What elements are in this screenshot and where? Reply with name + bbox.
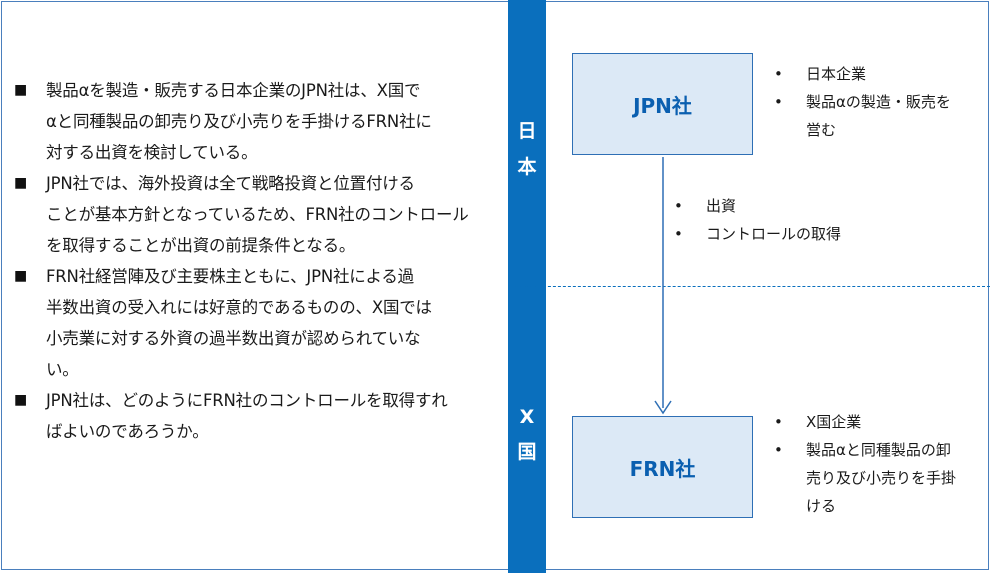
- frn-note-text: 製品αと同種製品の卸: [806, 441, 951, 459]
- jpn-company-box: JPN社: [572, 53, 753, 155]
- country-label-x-1: X: [519, 406, 535, 428]
- square-bullet-icon: ■: [14, 175, 28, 191]
- arrow-head-icon: [654, 400, 672, 415]
- bullet-line: を取得することが出資の前提条件となる。: [46, 236, 356, 255]
- bullet-line: JPN社では、海外投資は全て戦略投資と位置付ける: [46, 174, 415, 193]
- frn-note-cont: ける: [770, 492, 956, 520]
- bullet-line: FRN社経営陣及び主要株主ともに、JPN社による過: [46, 267, 414, 286]
- arrow-note-item: • コントロールの取得: [670, 220, 841, 248]
- dot-bullet-icon: •: [774, 413, 783, 431]
- bullet-line: 小売業に対する外資の過半数出資が認められていな: [46, 329, 421, 348]
- country-label-x-2: 国: [517, 441, 537, 463]
- frn-note-item: • X国企業: [770, 408, 956, 436]
- bullet-item-4: ■ JPN社は、どのようにFRN社のコントロールを取得すれ ばよいのであろうか。: [12, 385, 502, 447]
- country-label-japan-1: 日: [517, 120, 537, 142]
- country-label-japan-2: 本: [517, 156, 537, 178]
- bullet-line: い。: [46, 360, 79, 379]
- jpn-note-text: 営む: [806, 121, 837, 139]
- jpn-note-text: 製品αの製造・販売を: [806, 93, 951, 111]
- bullet-line: JPN社は、どのようにFRN社のコントロールを取得すれ: [46, 391, 448, 410]
- bullet-item-3: ■ FRN社経営陣及び主要株主ともに、JPN社による過 半数出資の受入れには好意…: [12, 261, 502, 385]
- bullet-item-2: ■ JPN社では、海外投資は全て戦略投資と位置付ける ことが基本方針となっている…: [12, 168, 502, 261]
- frn-note-item: • 製品αと同種製品の卸: [770, 436, 956, 464]
- bullet-item-1: ■ 製品αを製造・販売する日本企業のJPN社は、X国で αと同種製品の卸売り及び…: [12, 75, 502, 168]
- arrow-note-text: コントロールの取得: [706, 225, 842, 243]
- frn-note-text: 売り及び小売りを手掛: [806, 469, 957, 487]
- arrow-notes: • 出資 • コントロールの取得: [670, 192, 841, 248]
- dot-bullet-icon: •: [774, 93, 783, 111]
- bullet-line: 対する出資を検討している。: [46, 143, 258, 162]
- case-description: ■ 製品αを製造・販売する日本企業のJPN社は、X国で αと同種製品の卸売り及び…: [12, 75, 502, 447]
- square-bullet-icon: ■: [14, 392, 28, 408]
- jpn-company-label: JPN社: [633, 93, 692, 118]
- dot-bullet-icon: •: [674, 225, 683, 243]
- jpn-note-cont: 営む: [770, 116, 951, 144]
- frn-note-text: ける: [806, 497, 837, 515]
- jpn-notes: • 日本企業 • 製品αの製造・販売を 営む: [770, 60, 951, 144]
- bullet-line: αと同種製品の卸売り及び小売りを手掛けるFRN社に: [46, 112, 432, 131]
- dot-bullet-icon: •: [674, 197, 683, 215]
- bullet-line: 製品αを製造・販売する日本企業のJPN社は、X国で: [46, 81, 421, 100]
- frn-company-box: FRN社: [572, 416, 753, 518]
- frn-note-cont: 売り及び小売りを手掛: [770, 464, 956, 492]
- square-bullet-icon: ■: [14, 268, 28, 284]
- arrow-note-item: • 出資: [670, 192, 841, 220]
- dot-bullet-icon: •: [774, 441, 783, 459]
- square-bullet-icon: ■: [14, 82, 28, 98]
- frn-company-label: FRN社: [629, 456, 696, 481]
- jpn-note-item: • 製品αの製造・販売を: [770, 88, 951, 116]
- country-divider: [508, 286, 990, 287]
- arrow-note-text: 出資: [706, 197, 737, 215]
- frn-notes: • X国企業 • 製品αと同種製品の卸 売り及び小売りを手掛 ける: [770, 408, 956, 520]
- bullet-line: 半数出資の受入れには好意的であるものの、X国では: [46, 298, 432, 317]
- bullet-line: ばよいのであろうか。: [46, 422, 209, 441]
- jpn-note-text: 日本企業: [806, 65, 867, 83]
- jpn-note-item: • 日本企業: [770, 60, 951, 88]
- dot-bullet-icon: •: [774, 65, 783, 83]
- frn-note-text: X国企業: [806, 413, 862, 431]
- bullet-line: ことが基本方針となっているため、FRN社のコントロール: [46, 205, 469, 224]
